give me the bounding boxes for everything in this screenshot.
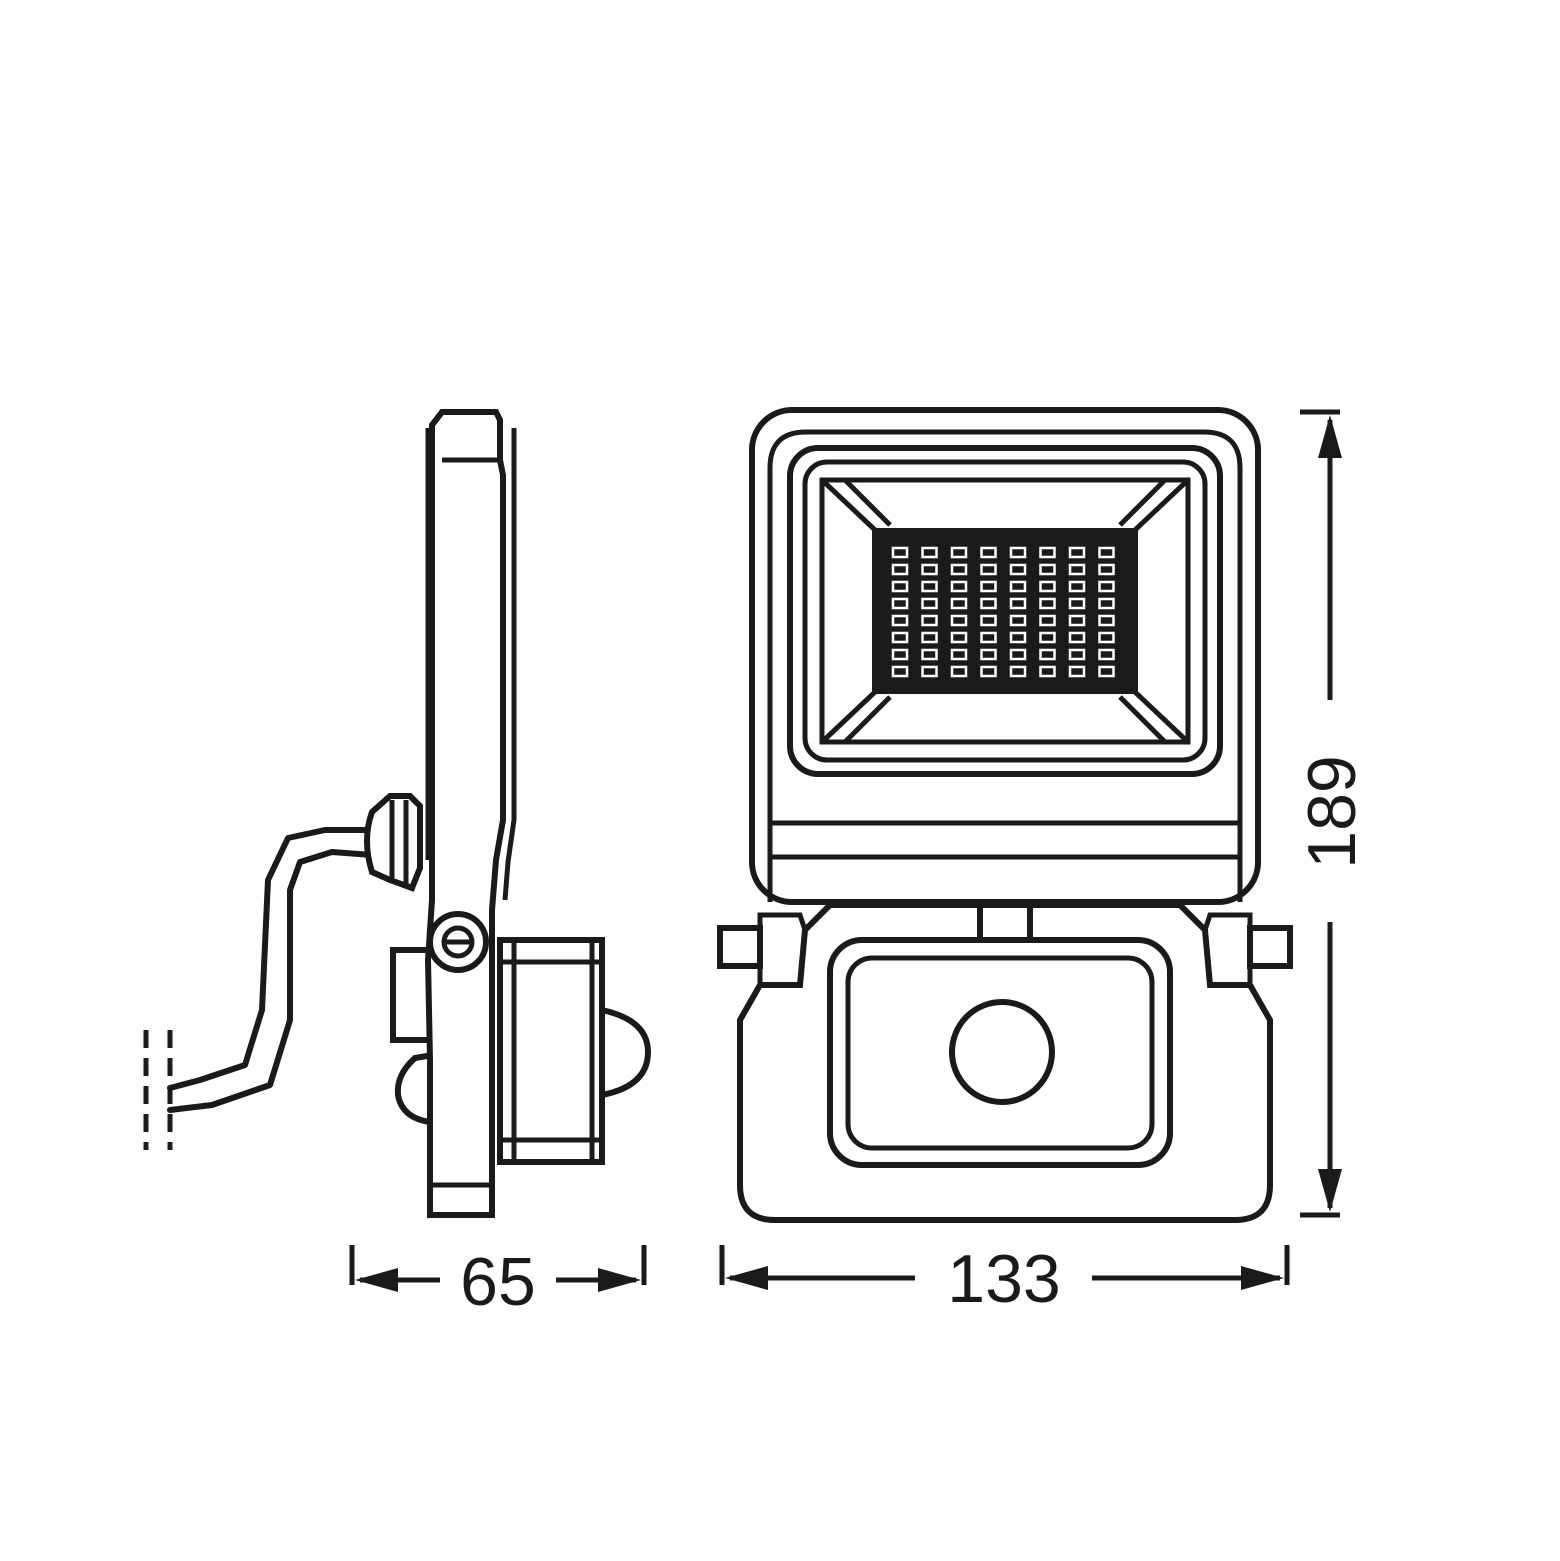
led-chip [1098,631,1115,644]
sensor-lens-front [949,999,1055,1105]
led-chip [921,563,938,576]
led-chip [1009,580,1027,593]
led-chip [980,563,997,576]
led-chip [921,597,938,610]
sensor-back [394,1051,437,1126]
led-chip [1098,614,1115,627]
led-chip [921,614,938,627]
led-chip [980,665,997,678]
bracket-stud-right [1247,925,1293,969]
led-chip [1009,563,1027,576]
height-label: 189 [1294,755,1370,868]
led-chip [1039,665,1056,678]
dimension-depth: 65 [349,1244,647,1320]
side-view [143,409,652,1218]
led-chip [950,648,968,661]
led-chip [980,631,997,644]
cable [167,827,375,1113]
led-chip [1098,546,1115,559]
led-chip [980,597,997,610]
led-chip [891,614,909,627]
reflector [819,477,1191,745]
led-chip [891,631,909,644]
led-chip [891,597,909,610]
led-chip [950,580,968,593]
led-chip [921,665,938,678]
led-chip [980,614,997,627]
led-chip [891,648,909,661]
led-chip [1098,597,1115,610]
dimension-height: 189 [1294,409,1370,1218]
led-chip [891,665,909,678]
led-chip [1068,546,1086,559]
led-chip [950,546,968,559]
led-chip [1068,597,1086,610]
led-chip [1098,563,1115,576]
led-chip [891,546,909,559]
housing-side [424,409,506,1218]
led-board [872,528,1138,694]
led-chip [1039,597,1056,610]
led-chip [921,631,938,644]
dimension-width: 133 [719,1241,1290,1317]
led-chip [950,631,968,644]
led-chip [1039,580,1056,593]
led-chip [1039,631,1056,644]
led-chip [980,648,997,661]
led-chip [1098,648,1115,661]
led-chip [1039,614,1056,627]
led-grid [891,546,1115,678]
led-chip [1068,631,1086,644]
led-chip [1009,665,1027,678]
led-chip [1068,648,1086,661]
led-chip [1039,648,1056,661]
bracket-stud-left [717,925,763,969]
led-chip [1098,665,1115,678]
led-chip [891,563,909,576]
led-chip [921,648,938,661]
led-chip [1068,665,1086,678]
led-chip [1009,631,1027,644]
led-chip [1068,614,1086,627]
led-chip [950,614,968,627]
sensor-lens-side [599,1006,652,1099]
led-chip [1098,580,1115,593]
led-chip [891,580,909,593]
led-chip [950,597,968,610]
led-chip [1009,597,1027,610]
led-chip [980,580,997,593]
led-chip [921,580,938,593]
led-chip [1009,648,1027,661]
led-chip [980,546,997,559]
led-chip [921,546,938,559]
led-chip [1009,546,1027,559]
led-chip [950,665,968,678]
led-chip [1039,563,1056,576]
led-chip [1009,614,1027,627]
led-chip [1039,546,1056,559]
front-view [717,407,1293,1223]
led-chip [1068,580,1086,593]
led-chip [950,563,968,576]
depth-label: 65 [460,1244,536,1320]
width-label: 133 [947,1241,1060,1317]
led-chip [1068,563,1086,576]
sensor-housing-side [497,937,605,1165]
